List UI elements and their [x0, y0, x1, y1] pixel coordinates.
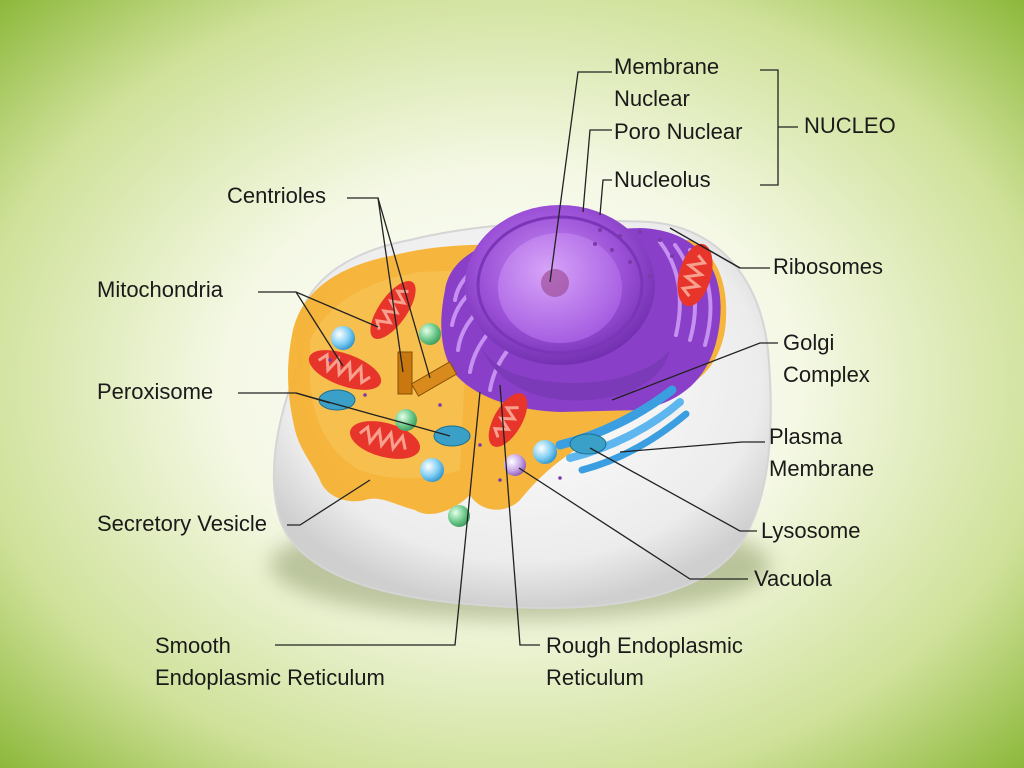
mitochondrion-4: [488, 393, 528, 447]
label-plasma-line1: Plasma: [769, 424, 843, 449]
label-golgi-complex: Golgi Complex: [783, 327, 870, 391]
label-mitochondria: Mitochondria: [97, 277, 223, 302]
label-membrane-nuclear: Membrane Nuclear: [614, 51, 719, 115]
cytoplasm-highlight: [310, 270, 470, 479]
peroxisomes: [395, 323, 470, 527]
label-plasma-line2: Membrane: [769, 456, 875, 481]
label-golgi-line1: Golgi: [783, 330, 835, 355]
leader-lines: [238, 69, 798, 646]
label-poro-nuclear: Poro Nuclear: [614, 119, 743, 144]
label-smooth-er: Smooth Endoplasmic Reticulum: [155, 630, 385, 694]
vesicles: [331, 326, 557, 482]
label-ribosomes: Ribosomes: [773, 254, 884, 279]
label-smooth-er-line1: Smooth: [155, 633, 231, 658]
label-rough-er-line1: Rough Endoplasmic: [546, 633, 743, 658]
lysosomes: [318, 389, 607, 455]
mitochondria-shapes: [308, 243, 713, 459]
mitochondrion-5: [677, 243, 713, 307]
nucleus-shape: [465, 205, 670, 401]
label-secretory-vesicle: Secretory Vesicle: [97, 511, 267, 536]
label-rough-er-line2: Reticulum: [546, 665, 644, 690]
label-vacuola: Vacuola: [754, 566, 832, 591]
label-rough-er: Rough Endoplasmic Reticulum: [546, 630, 743, 694]
label-smooth-er-line2: Endoplasmic Reticulum: [155, 665, 385, 690]
label-nucleo: NUCLEO: [804, 113, 896, 138]
mitochondrion-2: [349, 421, 421, 459]
label-lysosome: Lysosome: [761, 518, 861, 543]
label-membrane-nuclear-line2: Nuclear: [614, 86, 690, 111]
mitochondrion-3: [370, 281, 416, 339]
label-plasma-membrane: Plasma Membrane: [769, 421, 874, 485]
label-membrane-nuclear-line1: Membrane: [614, 54, 720, 79]
label-nucleolus: Nucleolus: [614, 167, 711, 192]
label-centrioles: Centrioles: [227, 183, 327, 208]
vacuole-shape: [504, 454, 526, 476]
label-golgi-line2: Complex: [783, 362, 870, 387]
mitochondrion-1: [308, 350, 382, 390]
label-peroxisome: Peroxisome: [97, 379, 214, 404]
ribosome-dots: [328, 228, 674, 482]
